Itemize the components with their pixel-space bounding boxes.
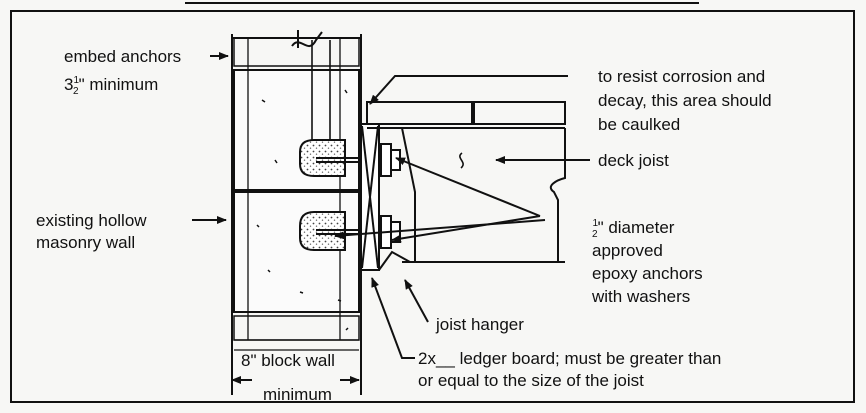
drawing-frame bbox=[10, 10, 855, 403]
label-deck-joist: deck joist bbox=[598, 151, 669, 170]
leader-lines bbox=[192, 52, 590, 384]
deck-joist bbox=[366, 101, 566, 263]
label-ledger-line1: 2x__ ledger board; must be greater than bbox=[418, 349, 721, 368]
label-block-wall-minimum: minimum bbox=[263, 385, 332, 404]
diameter-num: 1 bbox=[592, 218, 598, 229]
anchor-depth-whole: 3 bbox=[64, 75, 73, 94]
anchor-depth-rest: " minimum bbox=[79, 75, 159, 94]
label-block-wall: 8" block wall bbox=[241, 351, 335, 370]
label-corrosion-line3: be caulked bbox=[598, 115, 680, 134]
diameter-rest: " diameter bbox=[598, 218, 675, 237]
label-embed-anchors: embed anchors bbox=[64, 47, 181, 66]
anchor-depth-num: 1 bbox=[73, 75, 79, 86]
masonry-wall bbox=[231, 30, 362, 395]
label-existing-wall-line2: masonry wall bbox=[36, 233, 135, 252]
label-corrosion-line1: to resist corrosion and bbox=[598, 67, 765, 86]
ledger-board bbox=[360, 123, 380, 271]
label-anchors-line2: approved bbox=[592, 241, 663, 260]
label-existing-wall-line1: existing hollow bbox=[36, 211, 147, 230]
anchor-depth-den: 2 bbox=[73, 86, 79, 97]
label-anchors-line4: with washers bbox=[591, 287, 690, 306]
label-corrosion-line2: decay, this area should bbox=[598, 91, 772, 110]
label-joist-hanger: joist hanger bbox=[435, 315, 524, 334]
label-ledger-line2: or equal to the size of the joist bbox=[418, 371, 644, 390]
diameter-den: 2 bbox=[592, 229, 598, 240]
label-anchors-line3: epoxy anchors bbox=[592, 264, 703, 283]
